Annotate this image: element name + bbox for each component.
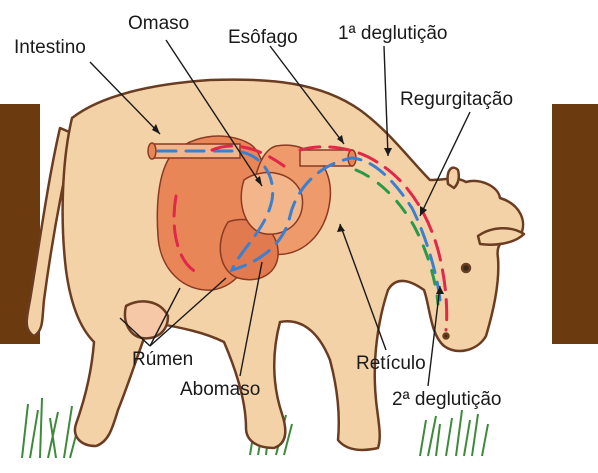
- label-omaso: Omaso: [128, 14, 189, 33]
- label-reticulo: Retículo: [356, 354, 426, 373]
- label-regurgitacao: Regurgitação: [400, 90, 513, 109]
- label-segunda-degluticao: 2ª deglutição: [392, 390, 502, 409]
- right-side-panel: [552, 104, 598, 344]
- cow-horn: [448, 168, 459, 188]
- label-intestino: Intestino: [14, 38, 86, 57]
- cow-ear: [478, 228, 524, 244]
- cow-eye: [462, 264, 470, 272]
- cow-nostril: [444, 334, 449, 339]
- label-esofago: Esôfago: [228, 28, 298, 47]
- label-rumen: Rúmen: [132, 350, 193, 369]
- cow-udder: [125, 301, 168, 338]
- label-primeira-degluticao: 1ª deglutição: [338, 24, 448, 43]
- label-abomaso: Abomaso: [180, 380, 260, 399]
